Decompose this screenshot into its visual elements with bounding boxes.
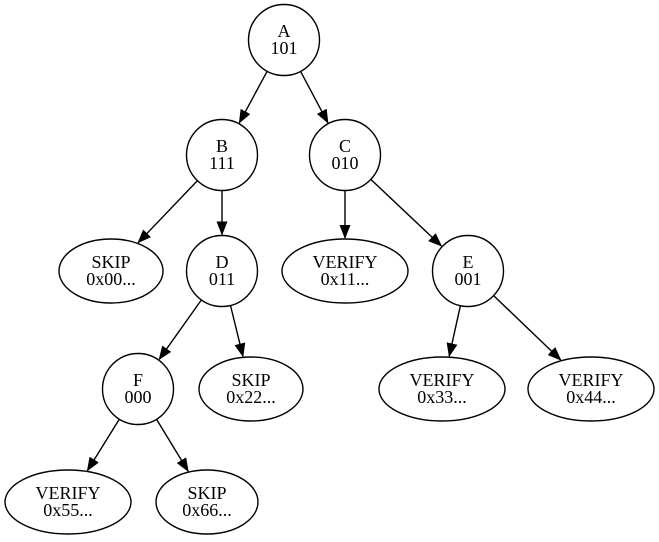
- node-F-label-line1: F: [133, 370, 143, 390]
- node-SKIP-0x00: SKIP0x00...: [58, 238, 164, 304]
- node-VERIFY-0x11-ellipse: [281, 238, 409, 304]
- edge-A-B: [238, 70, 268, 124]
- node-SKIP-0x22-ellipse: [198, 356, 304, 422]
- node-VERIFY-0x55-label-line1: VERIFY: [35, 483, 100, 503]
- node-F-label-line2: 000: [125, 387, 152, 407]
- node-D-circle: [185, 234, 259, 308]
- edge-F-SKIP-0x66: [155, 418, 189, 473]
- edge-B-SKIP-0x00: [137, 180, 199, 244]
- edge-C-E: [370, 178, 443, 247]
- node-SKIP-0x22-label-line2: 0x22...: [226, 387, 276, 407]
- node-VERIFY-0x11-label-line1: VERIFY: [312, 252, 377, 272]
- node-B-label-line2: 111: [209, 153, 235, 173]
- node-VERIFY-0x44-label-line1: VERIFY: [558, 370, 623, 390]
- node-VERIFY-0x55-label-line2: 0x55...: [43, 500, 93, 520]
- node-VERIFY-0x55: VERIFY0x55...: [4, 469, 132, 535]
- node-VERIFY-0x55-ellipse: [4, 469, 132, 535]
- node-VERIFY-0x44: VERIFY0x44...: [527, 356, 655, 422]
- node-VERIFY-0x33-label-line1: VERIFY: [409, 370, 474, 390]
- node-A-circle: [247, 3, 321, 77]
- node-SKIP-0x00-label-line2: 0x00...: [86, 269, 136, 289]
- node-SKIP-0x00-label-line1: SKIP: [91, 252, 130, 272]
- node-B-label-line1: B: [216, 136, 228, 156]
- node-E-label-line2: 001: [455, 269, 482, 289]
- edge-D-F: [158, 299, 202, 361]
- edge-F-VERIFY-0x55: [86, 418, 120, 472]
- node-B-circle: [185, 118, 259, 192]
- node-VERIFY-0x11: VERIFY0x11...: [281, 238, 409, 304]
- node-VERIFY-0x11-label-line2: 0x11...: [321, 269, 370, 289]
- node-C-label-line1: C: [339, 136, 351, 156]
- edge-D-SKIP-0x22: [229, 305, 246, 358]
- edge-A-C: [299, 71, 329, 124]
- node-F-circle: [101, 352, 175, 426]
- node-A-label-line1: A: [278, 21, 291, 41]
- node-D-label-line2: 011: [209, 269, 235, 289]
- node-SKIP-0x66: SKIP0x66...: [155, 469, 259, 535]
- node-C-circle: [308, 118, 382, 192]
- node-A-label-line2: 101: [271, 38, 298, 58]
- node-SKIP-0x66-label-line2: 0x66...: [182, 500, 232, 520]
- node-E-label-line1: E: [463, 252, 474, 272]
- node-VERIFY-0x33-label-line2: 0x33...: [417, 387, 467, 407]
- node-VERIFY-0x33-ellipse: [378, 356, 506, 422]
- node-D-label-line1: D: [216, 252, 229, 272]
- edge-E-VERIFY-0x44: [493, 295, 562, 361]
- node-VERIFY-0x44-label-line2: 0x44...: [566, 387, 616, 407]
- node-SKIP-0x66-ellipse: [155, 469, 259, 535]
- node-VERIFY-0x44-ellipse: [527, 356, 655, 422]
- node-VERIFY-0x33: VERIFY0x33...: [378, 356, 506, 422]
- node-C-label-line2: 010: [332, 153, 359, 173]
- node-SKIP-0x22-label-line1: SKIP: [231, 370, 270, 390]
- node-SKIP-0x00-ellipse: [58, 238, 164, 304]
- node-SKIP-0x66-label-line1: SKIP: [187, 483, 226, 503]
- node-E-circle: [431, 234, 505, 308]
- node-SKIP-0x22: SKIP0x22...: [198, 356, 304, 422]
- edge-E-VERIFY-0x33: [446, 305, 462, 358]
